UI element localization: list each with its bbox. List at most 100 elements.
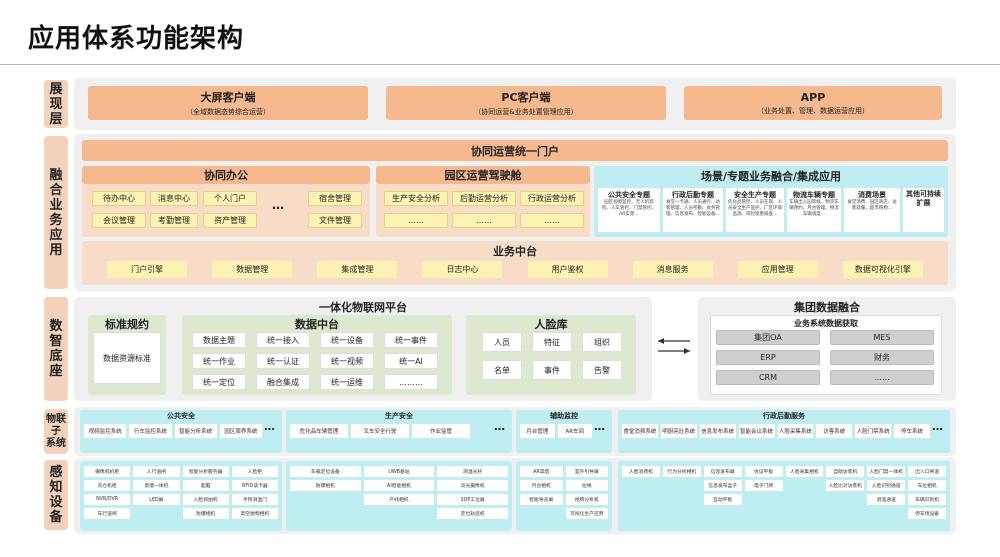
sense-item: AR高塔 <box>520 466 563 477</box>
sense-item: 人脸门禁一体机 <box>867 466 906 477</box>
data-center-item: ……… <box>384 374 438 390</box>
sense-item: 摄像机机柜 <box>84 466 131 477</box>
biz-center-header: 业务中台 <box>493 245 537 258</box>
iot-item: 明厨亮灶系统 <box>660 424 697 438</box>
office-item: 消息中心 <box>150 191 198 206</box>
iot-more: … <box>594 420 606 433</box>
bidirectional-arrow-icon <box>658 338 690 354</box>
standard-item: 数据资源标准 <box>93 332 161 384</box>
unified-portal: 协同运营统一门户 <box>82 140 948 161</box>
face-lib-item: 人员 <box>482 332 522 352</box>
cockpit-item: 生产安全分析 <box>384 191 448 206</box>
page-title: 应用体系功能架构 <box>28 24 245 54</box>
sense-item: UWB基站 <box>363 466 435 477</box>
sense-item: 手持测温门 <box>231 494 278 505</box>
sense-item: 智能导览屏 <box>520 494 563 505</box>
data-center-item: 统一接入 <box>256 332 310 348</box>
office-header: 协同办公 <box>82 166 370 184</box>
sense-item: 停车场设备 <box>908 508 946 519</box>
sense-item: RFID读卡器 <box>231 480 278 491</box>
office-item: 个人门户 <box>203 191 257 206</box>
layer-label-sense: 感知设备 <box>44 460 68 530</box>
iot-more: … <box>932 420 944 433</box>
sense-item: 车行道闸 <box>84 508 131 519</box>
data-center-item: 数据主题 <box>192 332 246 348</box>
iot-item: 危化品车辆管理 <box>290 424 348 438</box>
sense-item: 自助访客机 <box>826 466 865 477</box>
sense-item: 超脑 <box>182 480 229 491</box>
iot-item: 行车监控系统 <box>129 424 172 438</box>
iot-item: 停车系统 <box>894 424 930 438</box>
office-more: … <box>272 198 285 212</box>
display-big-screen: 大屏客户端 （全域数据态势综合运营） <box>88 86 368 120</box>
data-center-item: 统一AI <box>384 353 438 369</box>
sense-item: 测温通道 <box>867 494 906 505</box>
cockpit-header: 园区运营驾驶舱 <box>376 166 590 184</box>
sense-item: 人脸柜 <box>231 466 278 477</box>
iot-more: … <box>494 420 506 433</box>
data-center-title: 数据中台 <box>295 318 339 331</box>
face-lib-item: 事件 <box>532 360 572 380</box>
data-center-item: 统一事件 <box>384 332 438 348</box>
sense-item: 信息发布屏 <box>703 466 742 477</box>
biz-center-row: 门户引擎数据管理集成管理日志中心用户鉴权消息服务应用管理数据可视化引擎 <box>82 261 948 279</box>
face-lib-item: 特征 <box>532 332 572 352</box>
sense-item: 会议平板 <box>744 466 783 477</box>
iot-item: 食堂消费系统 <box>622 424 658 438</box>
office-item: 会议管理 <box>92 213 146 228</box>
data-center-item: 融合集成 <box>256 374 310 390</box>
sense-item: 车辆识别机 <box>908 494 946 505</box>
iot-item: 视频监控系统 <box>84 424 127 438</box>
biz-center-item: 数据管理 <box>212 261 293 278</box>
layer-label-fusion: 融合业务应用 <box>44 136 68 289</box>
iot-item: 访客系统 <box>816 424 853 438</box>
biz-center-item: 集成管理 <box>317 261 398 278</box>
sense-item: NVR/DVR <box>84 494 131 505</box>
sense-item: 车载定位设备 <box>290 466 361 477</box>
group-data-item: CRM <box>716 370 820 385</box>
sense-item: 人脸比对访客机 <box>826 480 865 491</box>
iot-more: … <box>264 420 276 433</box>
sense-item: 防爆相机 <box>290 480 361 491</box>
data-center-item: 统一视频 <box>320 353 374 369</box>
cockpit-item: …… <box>384 213 448 228</box>
display-pc-client: PC客户端 （协同运营&业务处置管理应用） <box>386 86 666 120</box>
scene-card: 公共安全专题园区视频监控、无人机巡检、人车管控、门禁管控、AR实景… <box>598 188 660 232</box>
sense-item: 人脸抓拍机 <box>182 494 229 505</box>
scene-card: 其他可持续扩展 <box>903 188 944 232</box>
iot-item: 人脸采集系统 <box>777 424 814 438</box>
sense-item: 月台相机 <box>520 480 563 491</box>
sense-item: 定位轨迹机 <box>437 508 508 519</box>
sense-item: 防爆相机 <box>182 508 229 519</box>
title-divider <box>0 64 1000 65</box>
iot-group-title: 辅助监控 <box>550 412 578 420</box>
iot-item: 叉车安全行驶 <box>351 424 409 438</box>
scene-card: 安全生产专题危化品管控、人员在岗、人员安全生产监护、厂区环境监测、风险隐患排查… <box>726 188 784 232</box>
scene-card: 物流车辆专题车辆出入园等候、物流车辆预约、月台管理、物流车辆调度… <box>787 188 841 232</box>
sense-item: 行为分析相机 <box>662 466 701 477</box>
group-data-item: …… <box>830 370 934 385</box>
iot-item: 月台管理 <box>520 424 555 438</box>
iot-item: 作业监管 <box>412 424 470 438</box>
iot-item: 人脸门禁系统 <box>855 424 892 438</box>
scene-card: 消费场景食堂消费、园区商店、访客就餐、超市购物… <box>844 188 900 232</box>
iot-item: 信息发布系统 <box>699 424 736 438</box>
sense-item: 产线相机 <box>363 494 435 505</box>
sense-item: 信息发布盒子 <box>703 480 742 491</box>
office-item: 待办中心 <box>92 191 146 206</box>
biz-center-item: 日志中心 <box>422 261 503 278</box>
iot-group-title: 生产安全 <box>385 412 413 420</box>
face-lib-title: 人脸库 <box>534 318 568 331</box>
biz-center-item: 应用管理 <box>737 261 818 278</box>
sense-item: 人脸识别通道 <box>867 480 906 491</box>
cockpit-item: …… <box>452 213 516 228</box>
data-center-item: 统一运维 <box>320 374 374 390</box>
office-item: 文件管理 <box>308 213 362 228</box>
sense-item: 人脸采集相机 <box>785 466 824 477</box>
group-data-sub: 业务系统数据获取 <box>794 319 858 328</box>
iot-platform-title: 一体化物联网平台 <box>319 301 407 314</box>
group-data-title: 集团数据融合 <box>794 301 860 314</box>
layer-label-iot: 物联子系统 <box>44 409 68 454</box>
